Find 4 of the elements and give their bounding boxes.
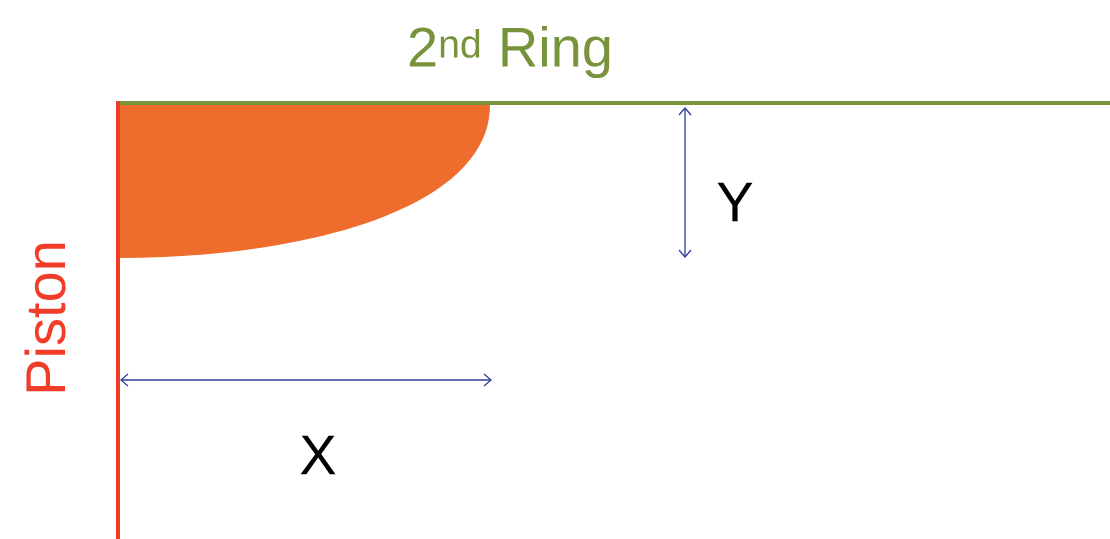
piston-label: Piston: [24, 243, 66, 392]
dimension-label: Y: [717, 182, 753, 222]
dimension-label: X: [300, 435, 336, 475]
ring-label: 2$^{nd}$ Ring: [409, 25, 610, 79]
